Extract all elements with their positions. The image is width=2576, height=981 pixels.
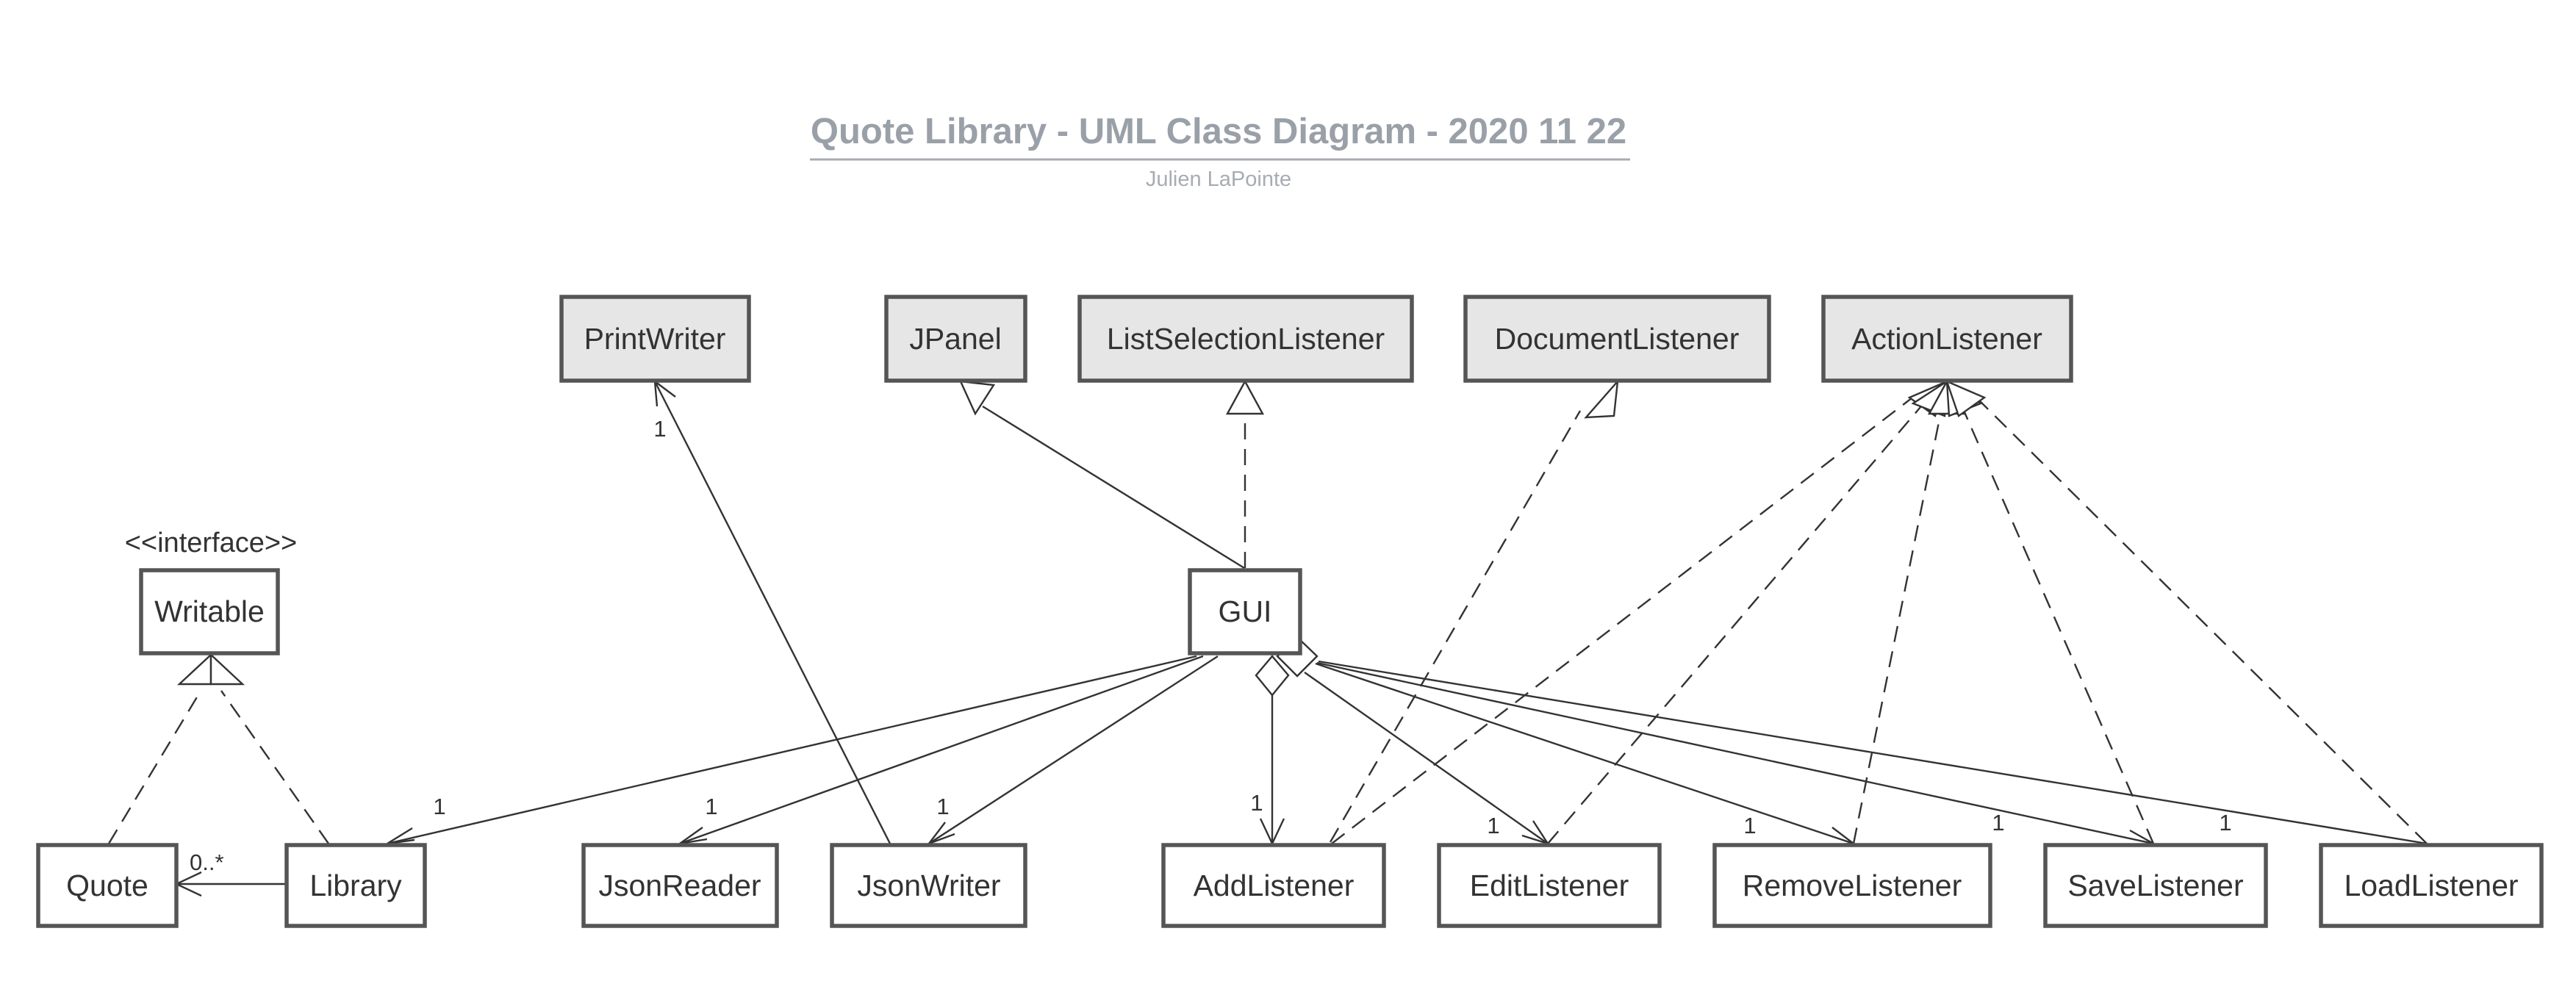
class-listselectionlistener[interactable]: ListSelectionListener [1077, 295, 1414, 383]
edge-gui-to-jsonwriter [928, 655, 1219, 845]
class-name: JsonWriter [857, 869, 1000, 902]
edge-jsonwriter-to-printwriter [653, 381, 891, 844]
multiplicity-removelistener: 1 [1743, 813, 1756, 838]
class-writable[interactable]: Writable [139, 568, 280, 655]
multiplicity-labels: 1 0..* 1 1 1 1 1 1 1 1 [190, 416, 2232, 875]
class-actionlistener[interactable]: ActionListener [1821, 295, 2073, 383]
class-name: Library [309, 869, 402, 902]
edge-gui-to-loadlistener [1318, 660, 2428, 845]
diagram-title: Quote Library - UML Class Diagram - 2020… [811, 112, 1626, 151]
edge-gui-to-removelistener [1315, 662, 1854, 845]
class-gui[interactable]: GUI [1188, 568, 1302, 655]
class-quote[interactable]: Quote [36, 843, 179, 928]
realization-arrowhead [176, 653, 212, 686]
relationship-edges [107, 378, 2428, 897]
multiplicity-quote: 0..* [190, 849, 224, 875]
class-savelistener[interactable]: SaveListener [2043, 843, 2268, 928]
class-name: JsonReader [598, 869, 761, 902]
generalization-arrowhead [959, 380, 996, 416]
class-name: GUI [1219, 594, 1272, 628]
interface-stereotype: <<interface>> [125, 528, 298, 558]
edge-quote-implements-writable [107, 691, 201, 844]
multiplicity-addlistener: 1 [1250, 790, 1263, 816]
class-name: Quote [66, 869, 148, 902]
multiplicity-editlistener: 1 [1487, 813, 1499, 838]
edge-gui-to-library [387, 655, 1197, 845]
class-jsonreader[interactable]: JsonReader [581, 843, 779, 928]
class-name: EditListener [1470, 869, 1629, 902]
multiplicity-library: 1 [433, 794, 445, 819]
class-name: ActionListener [1851, 322, 2042, 356]
edge-gui-extends-jpanel [982, 405, 1245, 569]
diagram-subtitle: Julien LaPointe [1146, 168, 1291, 191]
class-name: DocumentListener [1495, 322, 1740, 356]
edge-savelistener-implements-actionlistener [1958, 400, 2155, 844]
multiplicity-jsonreader: 1 [705, 794, 717, 819]
edge-removelistener-implements-actionlistener [1852, 400, 1945, 844]
class-name: PrintWriter [584, 322, 726, 356]
class-jsonwriter[interactable]: JsonWriter [830, 843, 1027, 928]
edge-loadlistener-implements-actionlistener [1974, 395, 2428, 844]
realization-arrowhead [1225, 379, 1265, 415]
class-name: RemoveListener [1743, 869, 1962, 902]
class-jpanel[interactable]: JPanel [884, 295, 1027, 383]
class-editlistener[interactable]: EditListener [1437, 843, 1662, 928]
class-boxes: PrintWriter JPanel ListSelectionListener… [36, 295, 2544, 928]
navigability-arrowhead [387, 827, 415, 845]
multiplicity-savelistener: 1 [1992, 810, 2004, 836]
class-name: ListSelectionListener [1107, 322, 1385, 356]
class-name: JPanel [909, 322, 1001, 356]
edge-gui-to-jsonreader [679, 655, 1204, 845]
multiplicity-jsonwriter: 1 [936, 794, 949, 819]
class-loadlistener[interactable]: LoadListener [2319, 843, 2544, 928]
edge-editlistener-implements-actionlistener [1547, 396, 1930, 844]
aggregation-diamond [1255, 655, 1290, 697]
class-name: SaveListener [2067, 869, 2243, 902]
realization-arrowhead [209, 653, 245, 686]
multiplicity-loadlistener: 1 [2219, 810, 2231, 836]
class-addlistener[interactable]: AddListener [1161, 843, 1386, 928]
multiplicity-printwriter: 1 [653, 416, 666, 442]
edge-library-implements-writable [220, 690, 329, 844]
class-printwriter[interactable]: PrintWriter [559, 295, 751, 383]
class-name: LoadListener [2344, 869, 2518, 902]
class-documentlistener[interactable]: DocumentListener [1463, 295, 1771, 383]
class-name: Writable [154, 594, 265, 628]
class-removelistener[interactable]: RemoveListener [1712, 843, 1992, 928]
edge-addlistener-implements-actionlistener [1331, 392, 1919, 844]
edge-gui-to-editlistener [1304, 672, 1549, 844]
class-name: AddListener [1194, 869, 1355, 902]
realization-arrowhead [1945, 379, 1987, 417]
edge-gui-to-savelistener [1316, 661, 2154, 845]
realization-arrowhead [1584, 378, 1619, 419]
edge-addlistener-implements-documentlistener [1329, 410, 1582, 843]
class-library[interactable]: Library [284, 843, 427, 928]
